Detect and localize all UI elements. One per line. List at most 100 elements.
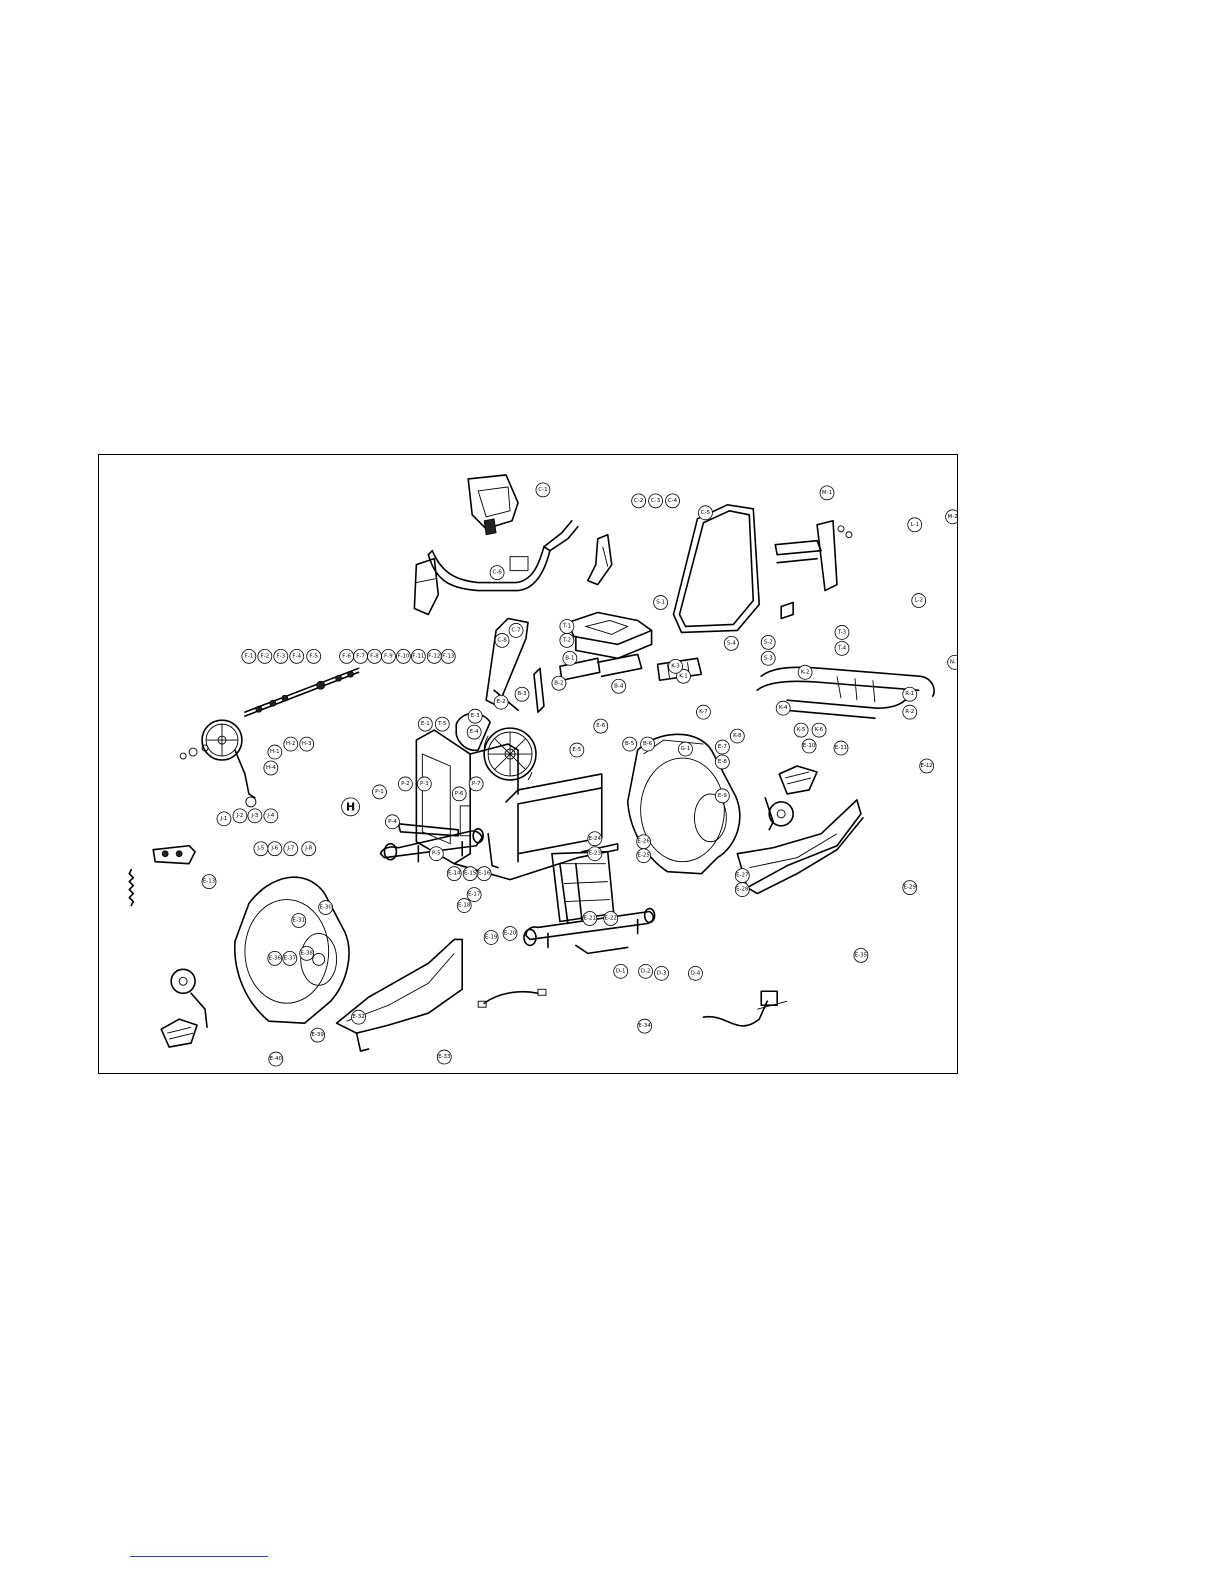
part-callout: K-5 bbox=[793, 722, 809, 738]
callout-bubble bbox=[267, 950, 283, 966]
callout-bubble bbox=[562, 650, 578, 666]
callout-label: E-19 bbox=[485, 934, 498, 940]
callout-label: E-30 bbox=[319, 905, 332, 911]
part-callout: C-2 bbox=[631, 493, 647, 509]
callout-label: F-8 bbox=[370, 653, 379, 659]
callout-bubble bbox=[476, 866, 492, 882]
callout-label: H-1 bbox=[270, 749, 280, 755]
callout-bubble bbox=[299, 736, 315, 752]
callout-bubble bbox=[263, 808, 279, 824]
callout-bubble bbox=[902, 686, 918, 702]
callout-bubble bbox=[622, 736, 638, 752]
part-callout: P-7 bbox=[468, 776, 484, 792]
callout-label: M-2 bbox=[948, 514, 957, 520]
part-callout: E-13 bbox=[201, 874, 217, 889]
callout-label: E-1 bbox=[421, 721, 430, 727]
part-callout: E-7 bbox=[714, 739, 730, 755]
callout-bubble bbox=[714, 739, 730, 755]
part-callout: F-11 bbox=[410, 648, 426, 664]
callout-label: K-1 bbox=[679, 673, 687, 679]
part-callout: E-25 bbox=[636, 848, 652, 864]
callout-label: E-27 bbox=[736, 873, 749, 879]
callout-label: J-1 bbox=[220, 816, 228, 822]
callout-bubble bbox=[833, 740, 849, 756]
callout-label: C-4 bbox=[668, 498, 678, 504]
callout-bubble bbox=[451, 786, 467, 802]
callout-label: R-1 bbox=[905, 691, 914, 697]
callout-bubble bbox=[289, 648, 305, 664]
callout-label: K-5 bbox=[797, 727, 805, 733]
part-callout: J-1 bbox=[216, 811, 232, 827]
tension-spring bbox=[128, 868, 135, 907]
callout-bubble bbox=[678, 741, 693, 757]
callout-bubble bbox=[653, 595, 668, 610]
callout-bubble bbox=[919, 758, 935, 774]
callout-bubble bbox=[416, 776, 432, 792]
callout-bubble bbox=[417, 716, 433, 732]
part-callout: P-6 bbox=[451, 786, 467, 802]
callout-label: J-5 bbox=[256, 846, 264, 852]
footer-link-underline[interactable] bbox=[130, 1556, 268, 1557]
part-callout: M-2 bbox=[945, 509, 957, 525]
callout-bubble bbox=[559, 633, 575, 648]
callout-bubble bbox=[911, 593, 927, 608]
callout-bubble bbox=[760, 635, 776, 650]
callout-label: P-2 bbox=[401, 781, 410, 787]
callout-bubble bbox=[273, 648, 289, 664]
callout-bubble bbox=[385, 814, 400, 830]
callout-label: T-2 bbox=[562, 637, 571, 643]
callout-bubble bbox=[676, 668, 691, 684]
callout-bubble bbox=[468, 776, 484, 792]
callout-label: P-5 bbox=[432, 851, 441, 857]
callout-bubble bbox=[654, 965, 669, 981]
callout-bubble bbox=[299, 946, 315, 961]
callout-bubble bbox=[398, 776, 413, 792]
callout-bubble bbox=[801, 738, 817, 754]
callout-label: E-35 bbox=[855, 952, 867, 958]
callout-bubble bbox=[381, 648, 396, 664]
callout-bubble bbox=[696, 704, 711, 720]
callout-bubble bbox=[648, 493, 663, 509]
part-callout: R-2 bbox=[902, 704, 918, 720]
callout-label: F-10 bbox=[397, 653, 410, 659]
callout-bubble bbox=[902, 704, 918, 720]
callout-bubble bbox=[811, 722, 827, 738]
callout-label: E-10 bbox=[803, 743, 816, 749]
callout-label: F-11 bbox=[412, 653, 424, 659]
part-callout: H-4 bbox=[263, 760, 279, 776]
callout-label: C-1 bbox=[538, 487, 547, 493]
callout-bubble bbox=[535, 482, 551, 498]
callout-label: E-39 bbox=[311, 1032, 324, 1038]
callout-bubble bbox=[819, 485, 835, 501]
callout-label: K-4 bbox=[779, 705, 788, 711]
callout-label: H bbox=[346, 800, 355, 813]
part-callout: R-1 bbox=[902, 686, 918, 702]
callout-label: L-1 bbox=[911, 522, 919, 528]
callout-bubble bbox=[587, 831, 603, 847]
part-callout: N-1 bbox=[947, 654, 957, 670]
callout-label: F-1 bbox=[245, 653, 254, 659]
part-callout: K-2 bbox=[797, 664, 813, 680]
seat-assembly bbox=[559, 611, 703, 682]
callout-label: E-40 bbox=[270, 1056, 283, 1062]
callout-bubble bbox=[232, 808, 248, 824]
part-callout: E-19 bbox=[483, 930, 499, 945]
callout-bubble bbox=[351, 1009, 366, 1025]
part-callout: F-9 bbox=[381, 648, 396, 664]
rear-stabilizer bbox=[523, 907, 656, 955]
callout-bubble bbox=[282, 950, 298, 966]
callout-bubble bbox=[502, 926, 518, 941]
part-callout: E-26 bbox=[636, 834, 652, 850]
part-callout: H-2 bbox=[283, 736, 299, 752]
part-callout: E-31 bbox=[291, 913, 307, 928]
callout-bubble bbox=[318, 900, 334, 915]
callout-bubble bbox=[489, 565, 505, 580]
callout-label: E-20 bbox=[504, 930, 517, 936]
part-callout: C-4 bbox=[665, 493, 680, 509]
callout-label: E-29 bbox=[904, 885, 917, 891]
callout-bubble bbox=[372, 784, 387, 800]
part-callout: E-12 bbox=[919, 758, 935, 774]
callout-bubble bbox=[267, 744, 283, 760]
part-callout: E-38 bbox=[299, 946, 315, 961]
part-callout: J-4 bbox=[263, 808, 279, 824]
